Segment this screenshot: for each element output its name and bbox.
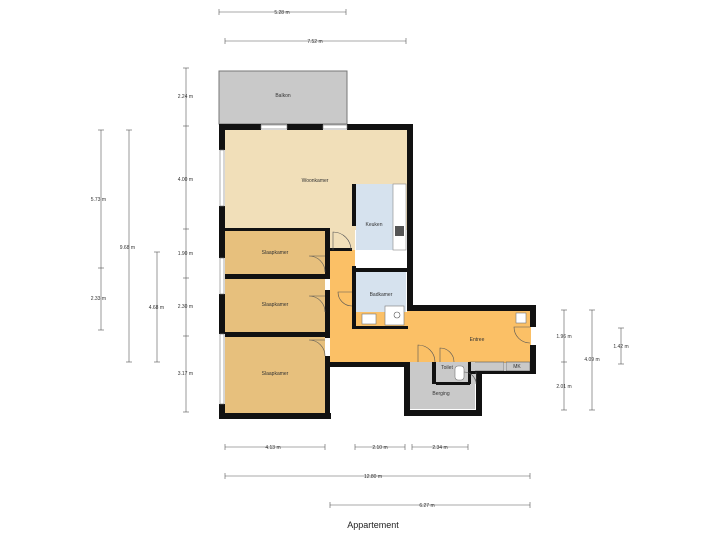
meter-box [469,361,505,372]
dim-slaap-1: 1.90 m [178,251,193,257]
room-label-slaapkamer-1: Slaapkamer [262,250,289,256]
slaapkamer-1-area [225,230,325,274]
windows [219,124,348,405]
dimension-bottom-right: 6.27 m [329,502,531,509]
dimension-far-left: 5.73 m 2.33 m 9.68 m 4.68 m [91,129,164,363]
room-label-berging: Berging [432,391,449,397]
room-label-toilet: Toilet [441,365,453,371]
door-swings [308,231,531,385]
kitchen-counter [392,183,407,251]
dimension-bottom-3: 2.34 m [411,444,469,451]
room-label-entree: Entree [470,337,485,343]
svg-text:12.80 m: 12.80 m [364,474,382,480]
slaapkamer-3-area [225,337,325,413]
slaapkamer-2-area [225,279,325,333]
dim-slaap-3: 3.17 m [178,371,193,377]
svg-text:2.10 m: 2.10 m [372,445,387,451]
dimension-bottom-2: 2.10 m [354,444,406,451]
svg-text:2.34 m: 2.34 m [432,445,447,451]
balkon-area [218,70,348,125]
room-label-slaapkamer-2: Slaapkamer [262,302,289,308]
shower [384,305,405,326]
dim-woonkamer: 4.00 m [178,177,193,183]
walls [219,124,536,419]
dimension-bottom-1: 4.13 m [224,444,326,451]
svg-text:6.27 m: 6.27 m [419,503,434,509]
svg-text:9.68 m: 9.68 m [120,245,135,251]
room-label-woonkamer: Woonkamer [302,178,329,184]
svg-text:4.68 m: 4.68 m [149,305,164,311]
dimension-top-1: 5.28 m [218,9,347,16]
dim-balkon: 2.24 m [178,94,193,100]
svg-text:2.33 m: 2.33 m [91,296,106,302]
svg-text:2.01 m: 2.01 m [556,384,571,390]
room-label-keuken: Keuken [366,222,383,228]
shower-drain [393,311,401,319]
woonkamer-lower-area [330,230,355,250]
svg-text:4.13 m: 4.13 m [265,445,280,451]
plan-title: Appartement [347,520,399,530]
dimension-right: 1.96 m 2.01 m 4.09 m 1.42 m [556,309,629,411]
dim-slaap-2: 2.30 m [178,304,193,310]
svg-text:7.52 m: 7.52 m [307,39,322,45]
room-label-badkamer: Badkamer [370,292,393,298]
dimension-left-inner: 2.24 m 4.00 m 1.90 m 2.30 m 3.17 m [178,67,193,413]
svg-text:5.28 m: 5.28 m [274,10,289,16]
entree-area-2 [407,310,531,363]
svg-text:5.73 m: 5.73 m [91,197,106,203]
svg-text:4.09 m: 4.09 m [584,357,599,363]
room-label-mk: MK [513,364,521,370]
bath-sink [361,313,377,325]
toilet-bowl [454,365,465,381]
corner-fixture [515,312,527,324]
dimension-top-2: 7.52 m [224,38,407,45]
svg-text:1.96 m: 1.96 m [556,334,571,340]
room-label-balkon: Balkon [275,93,291,99]
dimension-bottom-total: 12.80 m [224,473,531,480]
kitchen-hob [395,226,404,236]
room-label-slaapkamer-3: Slaapkamer [262,371,289,377]
svg-text:1.42 m: 1.42 m [613,344,628,350]
